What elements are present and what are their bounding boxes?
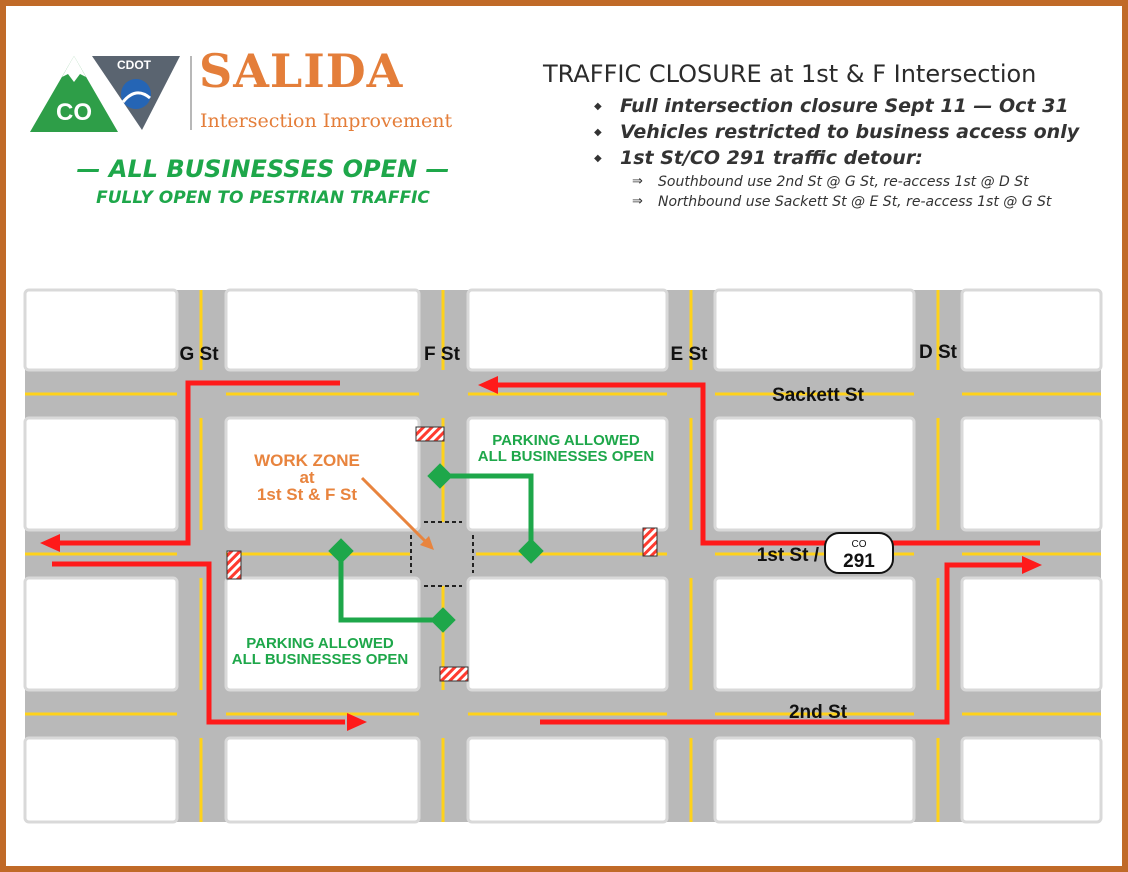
- work-zone-label: 1st St & F St: [257, 485, 357, 504]
- arrow-right-icon: ⇒: [632, 194, 643, 209]
- parking-diamond-icon: [518, 538, 544, 564]
- city-block: [23, 416, 179, 532]
- work-zone-label: at: [299, 468, 314, 487]
- arrow-right-icon: [1022, 556, 1042, 574]
- detour-route-item: ⇒ Northbound use Sackett St @ E St, re-ac…: [632, 194, 1051, 214]
- logo-agency-text: CDOT: [117, 58, 152, 72]
- f-st-label: F St: [424, 344, 461, 365]
- arrow-right-icon: [347, 713, 367, 731]
- parking-diamond-icon: [427, 463, 453, 489]
- city-block: [466, 576, 669, 692]
- city-block: [224, 576, 421, 692]
- city-block: [713, 736, 916, 824]
- diamond-bullet-icon: ◆: [594, 127, 602, 138]
- city-block: [466, 288, 669, 372]
- barricade-icon: [439, 666, 469, 682]
- route-shield-number: 291: [843, 551, 875, 572]
- city-block: [23, 576, 179, 692]
- detour-route-item: ⇒ Southbound use 2nd St @ G St, re-access…: [632, 174, 1051, 194]
- closure-bullet: ◆ Full intersection closure Sept 11 — Oct…: [594, 95, 1079, 121]
- mountain-snowcap-icon: [62, 56, 86, 82]
- city-block: [466, 736, 669, 824]
- barricade-icon: [642, 527, 658, 557]
- parking-diamond-icon: [430, 607, 456, 633]
- work-zone-pointer: [360, 476, 430, 546]
- city-block: [960, 576, 1103, 692]
- closure-bullet-list: ◆ Full intersection closure Sept 11 — Oct…: [594, 95, 1079, 173]
- city-block: [224, 736, 421, 824]
- brand-subtitle: Intersection Improvement: [200, 110, 453, 132]
- closure-bullet-text: 1st St/CO 291 traffic detour:: [620, 147, 923, 169]
- center-lines: [25, 290, 1101, 822]
- closure-title: TRAFFIC CLOSURE at 1st & F Intersection: [543, 60, 1037, 88]
- parking-markers: [328, 463, 544, 633]
- city-block: [713, 288, 916, 372]
- detour-route-list: ⇒ Southbound use 2nd St @ G St, re-access…: [632, 174, 1051, 214]
- parking-access-route: [338, 551, 443, 623]
- work-zone-arrow-icon: [420, 536, 434, 550]
- g-st-label: G St: [179, 344, 219, 365]
- co-291-route-shield: [824, 532, 894, 574]
- intersection-closure-barriers: [410, 521, 474, 587]
- northbound-detour-route: [60, 380, 340, 546]
- city-block: [713, 576, 916, 692]
- barricade-icon: [415, 426, 445, 442]
- parking-south-label: PARKING ALLOWED: [246, 635, 394, 652]
- colorado-mountain-icon: [30, 56, 118, 132]
- businesses-open-heading: — ALL BUSINESSES OPEN —: [76, 155, 450, 183]
- cdot-logo: CO CDOT: [30, 52, 180, 134]
- southbound-detour-route: [52, 561, 345, 725]
- city-block: [960, 416, 1103, 532]
- detour-route-text: Southbound use 2nd St @ G St, re-access …: [658, 174, 1029, 190]
- parking-access-route: [440, 473, 534, 551]
- city-block: [960, 736, 1103, 824]
- e-st-label: E St: [671, 344, 709, 365]
- first-st-label: 1st St /: [757, 545, 820, 566]
- city-block: [224, 288, 421, 372]
- barricade-icon: [226, 550, 242, 580]
- detour-route-text: Northbound use Sackett St @ E St, re-acc…: [658, 194, 1052, 210]
- sackett-st-label: Sackett St: [772, 385, 865, 406]
- second-st-label: 2nd St: [789, 702, 848, 723]
- arrow-left-icon: [478, 376, 498, 394]
- brand-title: SALIDA: [199, 44, 404, 98]
- logo-state-text: CO: [56, 99, 92, 126]
- arrow-left-icon: [40, 534, 60, 552]
- city-block: [23, 288, 179, 372]
- city-block: [224, 416, 421, 532]
- parking-south-label: ALL BUSINESSES OPEN: [232, 651, 408, 668]
- brand-divider: [190, 56, 192, 130]
- parking-north-label: PARKING ALLOWED: [492, 432, 640, 449]
- work-zone-label: WORK ZONE: [254, 451, 360, 470]
- city-block: [960, 288, 1103, 372]
- diamond-bullet-icon: ◆: [594, 153, 602, 164]
- closure-bullet: ◆ Vehicles restricted to business access …: [594, 121, 1079, 147]
- diamond-bullet-icon: ◆: [594, 101, 602, 112]
- arrow-right-icon: ⇒: [632, 174, 643, 189]
- logo-road-icon: [121, 91, 151, 103]
- southbound-detour-route: [540, 562, 1022, 725]
- route-shield-state: CO: [852, 539, 867, 550]
- business-access-routes: [338, 473, 534, 623]
- city-blocks: [23, 288, 1103, 824]
- pedestrian-open-subheading: FULLY OPEN TO PESTRIAN TRAFFIC: [96, 188, 430, 208]
- d-st-label: D St: [919, 342, 958, 363]
- parking-north-label: ALL BUSINESSES OPEN: [478, 448, 654, 465]
- city-block: [23, 736, 179, 824]
- road-network: [25, 290, 1101, 822]
- closure-bullet-text: Full intersection closure Sept 11 — Oct …: [620, 95, 1069, 117]
- closure-bullet-text: Vehicles restricted to business access o…: [620, 121, 1080, 143]
- closure-bullet: ◆ 1st St/CO 291 traffic detour:: [594, 147, 1079, 173]
- city-block: [713, 416, 916, 532]
- parking-diamond-icon: [328, 538, 354, 564]
